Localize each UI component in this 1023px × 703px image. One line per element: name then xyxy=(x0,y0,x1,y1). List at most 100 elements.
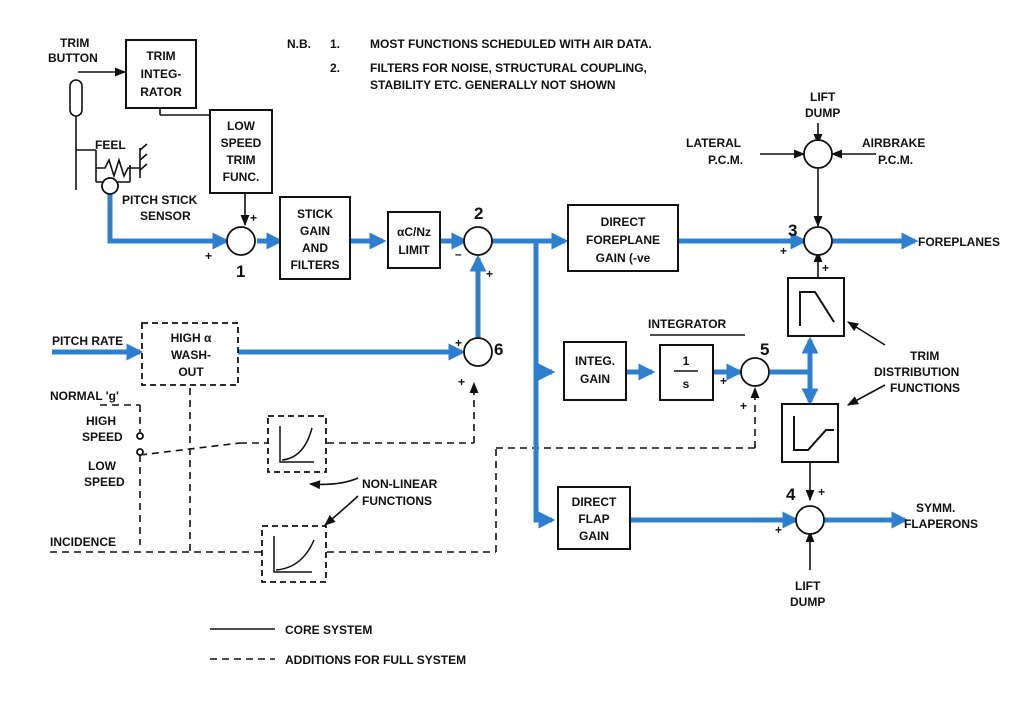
integrator-denominator: s xyxy=(683,377,690,391)
block-text: DIRECT xyxy=(601,215,646,229)
junction-4-number: 4 xyxy=(786,485,796,504)
block-text: TRIM xyxy=(226,153,255,167)
feel-label: FEEL xyxy=(95,138,126,152)
note-2-line2: STABILITY ETC. GENERALLY NOT SHOWN xyxy=(370,78,616,92)
block-text: OUT xyxy=(178,365,204,379)
trim-button-label: TRIM xyxy=(60,36,89,50)
lateral-pcm-label: P.C.M. xyxy=(708,153,743,167)
switch-contact-low xyxy=(136,448,144,456)
lateral-pcm-label: LATERAL xyxy=(686,136,741,150)
trim-button-label: BUTTON xyxy=(48,51,98,65)
block-text: INTEG. xyxy=(575,354,615,368)
trim-integrator-block: TRIM INTEG- RATOR xyxy=(125,39,197,109)
block-text: INTEG- xyxy=(141,67,182,81)
junction-1 xyxy=(226,226,256,256)
signs: + + – + + + + + + + + + xyxy=(205,211,829,537)
limit-block: αC/Nz LIMIT xyxy=(387,211,441,269)
symm-flaperons-label: FLAPERONS xyxy=(904,517,978,531)
trim-distribution-upper-block xyxy=(787,277,845,337)
junction-5 xyxy=(740,357,770,387)
normal-g-label: NORMAL 'g' xyxy=(50,389,119,403)
block-text: WASH- xyxy=(171,348,211,362)
low-speed-label: SPEED xyxy=(84,475,125,489)
switch-contact-high xyxy=(136,432,144,440)
plus-sign: + xyxy=(720,374,727,388)
block-text: SPEED xyxy=(221,136,262,150)
nonlinear-function-lower-block xyxy=(261,525,327,583)
junction-6 xyxy=(463,337,493,367)
block-text: FILTERS xyxy=(290,258,339,272)
low-speed-label: LOW xyxy=(88,459,117,473)
block-text: GAIN xyxy=(580,372,610,386)
junction-4 xyxy=(795,505,825,535)
low-speed-trim-block: LOW SPEED TRIM FUNC. xyxy=(209,109,273,194)
airbrake-pcm-label: P.C.M. xyxy=(878,153,913,167)
legend-full-label: ADDITIONS FOR FULL SYSTEM xyxy=(285,653,466,667)
junction-3 xyxy=(803,226,833,256)
block-text: GAIN (-ve xyxy=(596,251,651,265)
symm-flaperons-label: SYMM. xyxy=(916,501,955,515)
core-black-lines xyxy=(50,67,886,570)
block-text: FUNC. xyxy=(223,170,260,184)
note-1-number: 1. xyxy=(330,37,340,51)
airbrake-pcm-label: AIRBRAKE xyxy=(862,136,925,150)
block-text: LIMIT xyxy=(398,243,430,257)
trim-distribution-label: FUNCTIONS xyxy=(890,381,960,395)
junction-2 xyxy=(463,226,493,256)
block-text: TRIM xyxy=(146,49,175,63)
plus-sign: + xyxy=(486,267,493,281)
plus-sign: + xyxy=(205,249,212,263)
block-text: FOREPLANE xyxy=(586,233,660,247)
lift-dump-top-label: DUMP xyxy=(805,106,840,120)
plus-sign: + xyxy=(822,261,829,275)
stick-gain-filters-block: STICK GAIN AND FILTERS xyxy=(279,196,351,280)
integrator-label: INTEGRATOR xyxy=(648,317,727,331)
notes: N.B. 1. MOST FUNCTIONS SCHEDULED WITH AI… xyxy=(287,37,652,92)
lift-dump-bottom-label: DUMP xyxy=(790,595,825,609)
high-speed-label: HIGH xyxy=(86,414,116,428)
lift-dump-top-label: LIFT xyxy=(810,90,836,104)
block-text: RATOR xyxy=(140,85,182,99)
trim-distribution-lower-block xyxy=(781,403,839,463)
pitch-stick-sensor-label: SENSOR xyxy=(140,209,191,223)
block-text: GAIN xyxy=(579,529,609,543)
minus-sign: – xyxy=(455,247,462,261)
plus-sign: + xyxy=(455,336,462,350)
integ-gain-block: INTEG. GAIN xyxy=(563,341,627,401)
plus-sign: + xyxy=(740,399,747,413)
block-text: STICK xyxy=(297,207,333,221)
pitch-stick-sensor-label: PITCH STICK xyxy=(122,193,198,207)
junction-1-number: 1 xyxy=(236,262,245,281)
junction-numbers: 1 2 3 4 5 6 xyxy=(236,204,797,504)
nonlinear-function-upper-block xyxy=(267,415,327,473)
incidence-label: INCIDENCE xyxy=(50,535,116,549)
block-text: GAIN xyxy=(300,224,330,238)
high-washout-block: HIGH α WASH- OUT xyxy=(141,322,239,386)
block-text: AND xyxy=(302,241,328,255)
junction-5-number: 5 xyxy=(760,340,769,359)
pitch-rate-label: PITCH RATE xyxy=(52,334,123,348)
foreplanes-label: FOREPLANES xyxy=(918,235,1000,249)
note-2-number: 2. xyxy=(330,61,340,75)
plus-sign: + xyxy=(775,523,782,537)
nb-label: N.B. xyxy=(287,37,311,51)
junction-2-number: 2 xyxy=(474,204,483,223)
junction-lift-dump-top xyxy=(803,139,833,169)
direct-flap-gain-block: DIRECT FLAP GAIN xyxy=(557,486,631,550)
integrator-numerator: 1 xyxy=(683,354,690,368)
junction-3-number: 3 xyxy=(788,221,797,240)
block-text: LOW xyxy=(227,119,256,133)
legend-core-label: CORE SYSTEM xyxy=(285,623,372,637)
summing-junctions xyxy=(101,139,833,535)
plus-sign: + xyxy=(458,375,465,389)
trim-distribution-label: DISTRIBUTION xyxy=(874,365,959,379)
integrator-block: 1 s xyxy=(659,344,714,401)
direct-foreplane-gain-block: DIRECT FOREPLANE GAIN (-ve xyxy=(567,204,679,272)
pitch-stick-sensor-node xyxy=(101,177,119,195)
high-speed-label: SPEED xyxy=(82,430,123,444)
lift-dump-bottom-label: LIFT xyxy=(795,579,821,593)
legend: CORE SYSTEM ADDITIONS FOR FULL SYSTEM xyxy=(210,623,466,667)
note-1-text: MOST FUNCTIONS SCHEDULED WITH AIR DATA. xyxy=(370,37,652,51)
note-2-line1: FILTERS FOR NOISE, STRUCTURAL COUPLING, xyxy=(370,61,647,75)
